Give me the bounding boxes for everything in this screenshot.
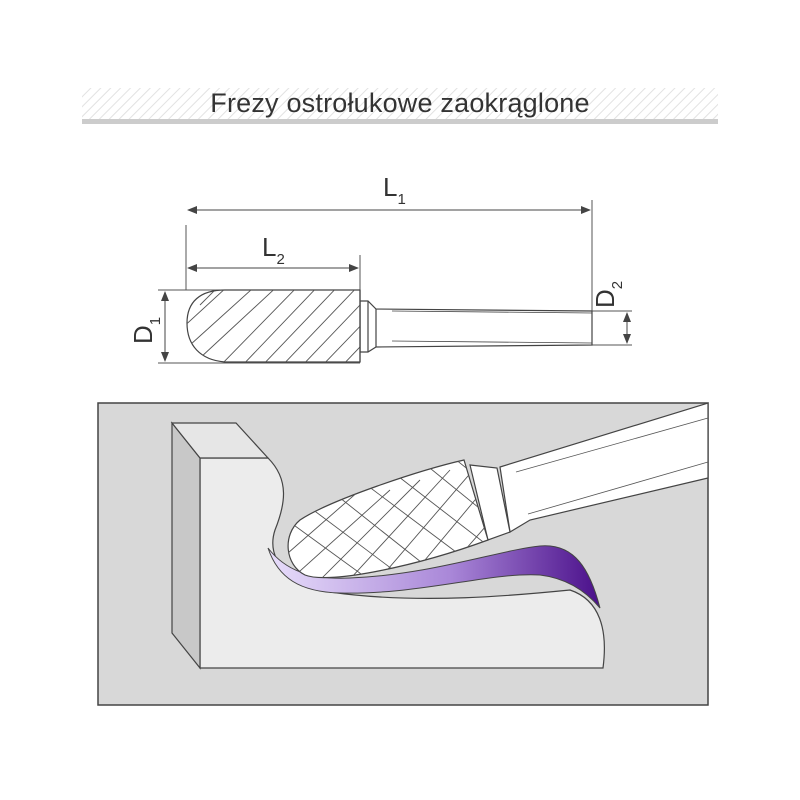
workpiece-face: [199, 457, 605, 669]
burr-cutter-head: [186, 289, 361, 363]
workpiece-side: [171, 421, 201, 670]
l1-label: L1: [383, 172, 406, 208]
d2-label: D2: [590, 281, 626, 308]
header-hatch: [82, 88, 718, 120]
burr-shank: [359, 300, 593, 353]
header-underline: [82, 119, 718, 124]
d1-label: D1: [128, 317, 164, 344]
tool-neck: [469, 464, 511, 541]
workpiece-top: [170, 422, 270, 459]
machined-surface: [267, 545, 601, 609]
header-decor: [82, 88, 718, 124]
l2-label: L2: [262, 232, 285, 268]
usage-illustration: [97, 402, 709, 706]
page-title: Frezy ostrołukowe zaokrąglone: [210, 88, 590, 118]
header: Frezy ostrołukowe zaokrąglone: [0, 0, 800, 140]
